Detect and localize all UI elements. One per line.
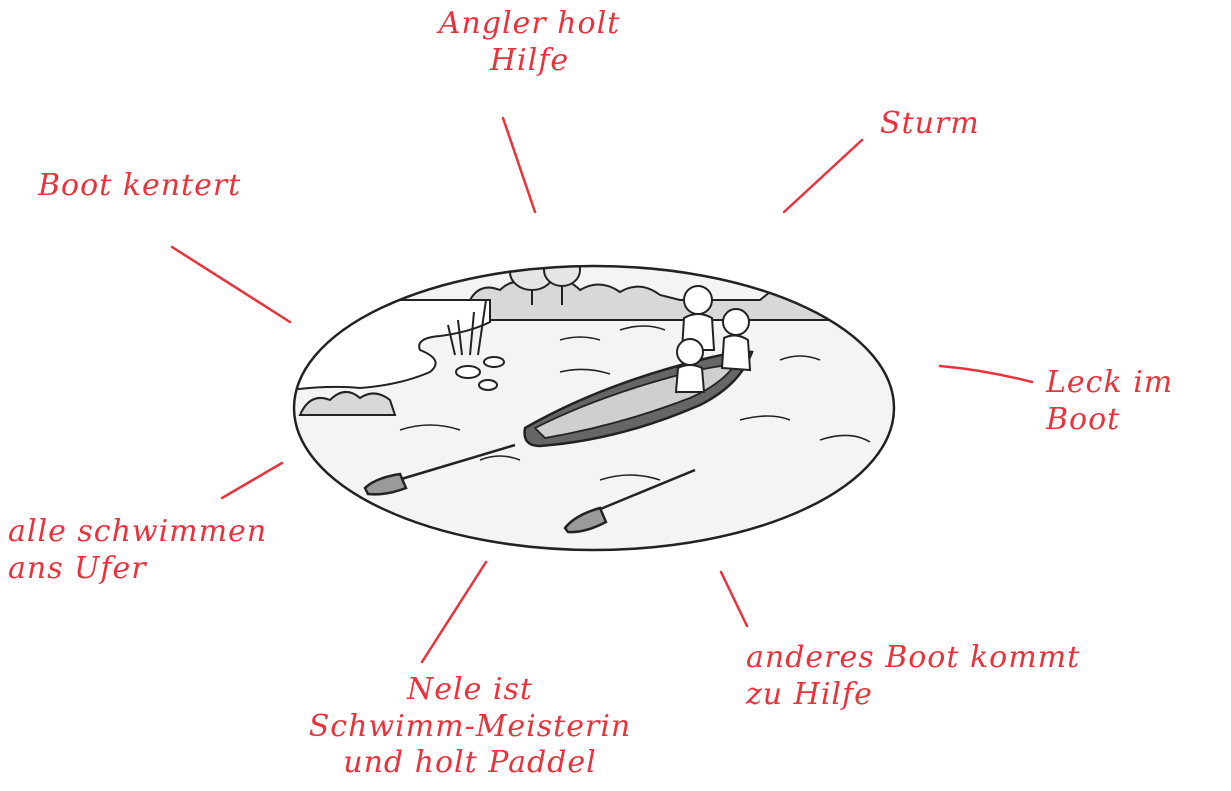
note-storm: Sturm bbox=[880, 106, 980, 143]
connector-capsize bbox=[172, 247, 290, 322]
boat-on-lake-illustration bbox=[290, 254, 900, 550]
note-other-boat-helps: anderes Boot kommt zu Hilfe bbox=[746, 640, 1080, 713]
note-boat-capsizes: Boot kentert bbox=[38, 168, 241, 205]
note-leak-in-boat: Leck im Boot bbox=[1046, 365, 1226, 438]
connector-leak bbox=[940, 366, 1032, 382]
note-nele-gets-paddles: Nele ist Schwimm-Meisterin und holt Padd… bbox=[290, 672, 650, 782]
connector-angler bbox=[503, 118, 535, 212]
connector-other-boat bbox=[721, 572, 747, 626]
connector-swim bbox=[222, 463, 282, 498]
note-angler-gets-help: Angler holt Hilfe bbox=[402, 6, 657, 79]
connector-storm bbox=[784, 140, 862, 212]
connector-nele bbox=[422, 562, 486, 662]
note-all-swim-ashore: alle schwimmen ans Ufer bbox=[8, 514, 267, 587]
